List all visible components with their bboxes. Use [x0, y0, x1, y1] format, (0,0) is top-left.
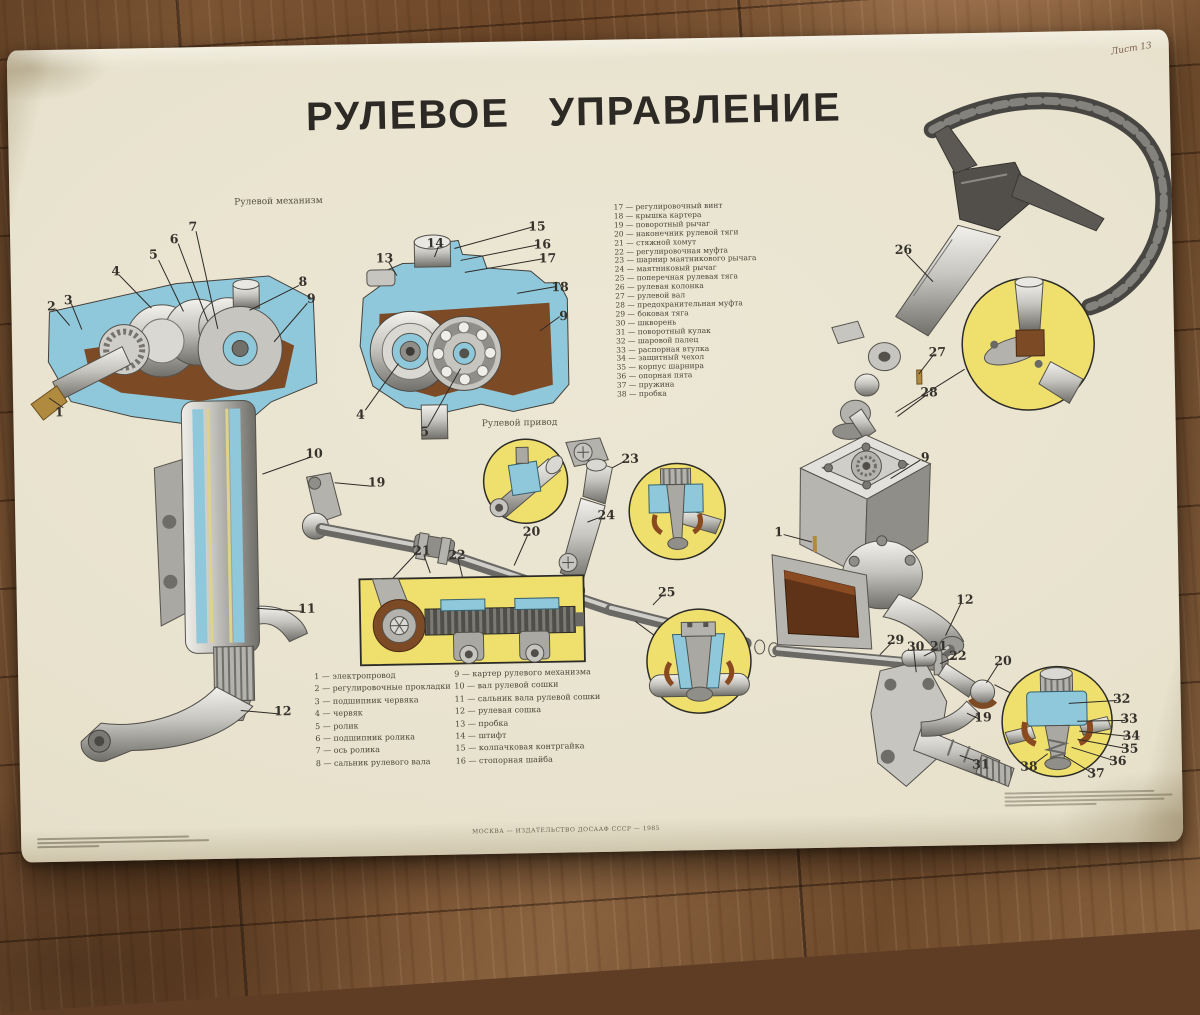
- part-number-label: 18: [551, 279, 569, 294]
- part-number-label: 4: [111, 263, 120, 278]
- part-number-label: 22: [448, 547, 466, 562]
- part-number-label: 5: [420, 424, 429, 439]
- part-number-label: 9: [921, 449, 930, 464]
- part-number-label: 27: [928, 344, 946, 359]
- part-number-label: 15: [528, 218, 546, 233]
- part-number-label: 32: [1113, 691, 1131, 706]
- part-number-label: 11: [298, 601, 316, 616]
- part-number-label: 19: [368, 474, 386, 489]
- part-number-label: 29: [887, 632, 905, 647]
- part-number-label: 28: [920, 384, 938, 399]
- part-number-label: 1: [55, 404, 64, 419]
- part-number-label: 21: [413, 543, 431, 558]
- fine-print-right: [1004, 787, 1172, 808]
- part-number-label: 19: [974, 709, 992, 724]
- part-number-label: 9: [559, 308, 568, 323]
- part-number-label: 20: [523, 524, 541, 539]
- part-number-label: 13: [376, 250, 394, 265]
- part-number-label: 22: [949, 648, 967, 663]
- part-number-label: 9: [307, 291, 316, 306]
- part-number-label: 26: [895, 242, 913, 257]
- part-number-label: 25: [658, 584, 676, 599]
- part-number-label: 7: [188, 219, 197, 234]
- part-number-label: 1: [774, 524, 783, 539]
- part-number-label: 3: [64, 292, 73, 307]
- part-number-label: 10: [305, 445, 323, 460]
- poster: РУЛЕВОЕ УПРАВЛЕНИЕ Рулевой механизм Руле…: [7, 29, 1184, 862]
- part-number-label: 14: [426, 235, 444, 250]
- part-number-label: 2: [47, 298, 56, 313]
- part-number-label: 33: [1120, 711, 1138, 726]
- part-number-label: 4: [356, 407, 365, 422]
- part-number-label: 5: [149, 246, 158, 261]
- part-number-label: 6: [170, 231, 179, 246]
- part-number-label: 20: [994, 653, 1012, 668]
- part-number-label: 30: [907, 638, 925, 653]
- part-number-label: 21: [930, 638, 948, 653]
- part-number-label: 17: [539, 250, 557, 265]
- part-number-label: 36: [1109, 753, 1127, 768]
- part-number-label: 24: [597, 507, 615, 522]
- part-number-label: 37: [1087, 765, 1105, 780]
- part-number-label: 23: [621, 451, 639, 466]
- part-number-label: 38: [1020, 758, 1038, 773]
- part-number-label: 16: [533, 236, 551, 251]
- part-number-label: 12: [274, 703, 292, 718]
- part-number-label: 31: [972, 756, 990, 771]
- part-number-label: 12: [956, 592, 974, 607]
- part-number-label: 8: [298, 274, 307, 289]
